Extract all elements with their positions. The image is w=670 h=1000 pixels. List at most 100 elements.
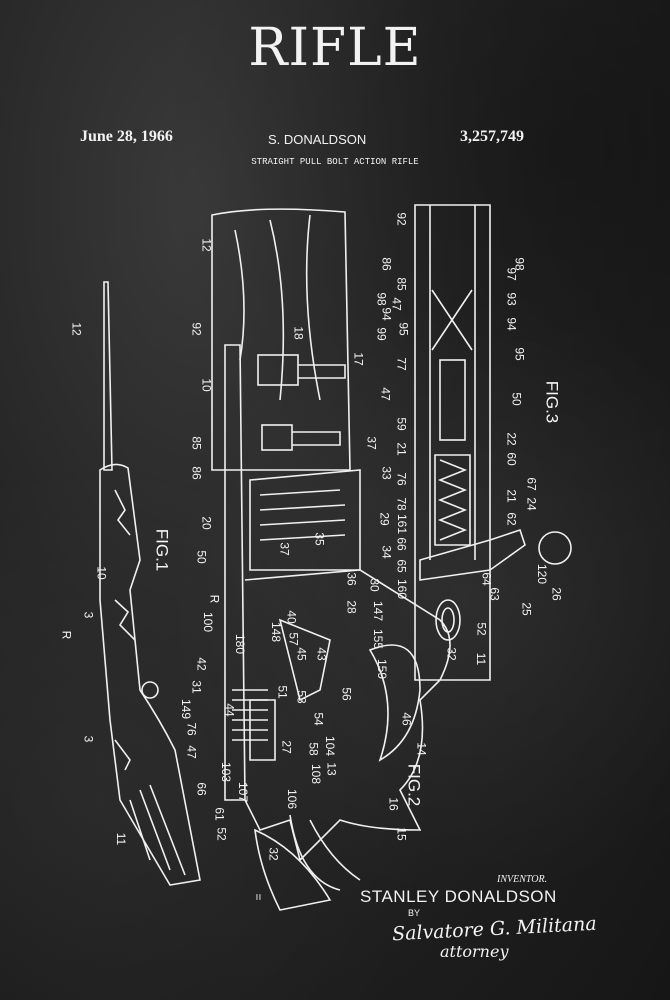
reference-numeral: 62 [504,512,519,526]
reference-numeral: 58 [306,742,321,756]
reference-numeral: 147 [371,600,386,622]
reference-numeral: 34 [379,545,394,559]
reference-numeral: 51 [275,685,290,699]
reference-numeral: 86 [189,466,204,480]
reference-numeral: 42 [194,657,209,671]
reference-numeral: 12 [199,238,214,252]
fig3-label: FIG.3 [542,380,562,424]
reference-numeral: 97 [504,267,519,281]
reference-numeral: 17 [351,352,366,366]
attorney-title: attorney [440,942,509,961]
reference-numeral: R [59,630,74,640]
reference-numeral: 107 [236,781,251,803]
reference-numeral: 3 [81,735,96,743]
reference-numeral: 159 [375,658,390,680]
fig2-label: FIG.2 [404,763,424,807]
reference-numeral: 149 [179,698,194,720]
patent-number: 3,257,749 [460,128,524,145]
reference-numeral: 63 [487,587,502,601]
reference-numeral: 66 [394,537,409,551]
reference-numeral: 11 [114,832,129,846]
reference-numeral: 32 [444,647,459,661]
poster-title: RIFLE [248,18,422,78]
reference-numeral: 27 [279,740,294,754]
reference-numeral: 155 [371,628,386,650]
inventor-header: S. DONALDSON [268,132,367,147]
inventor-name: STANLEY DONALDSON [360,887,557,906]
fig1-rifle-drawing [99,281,201,886]
reference-numeral: 14 [414,742,429,756]
by-label: BY [408,908,421,918]
reference-numeral: 148 [269,621,284,643]
reference-numeral: 78 [394,497,409,511]
reference-numeral: 50 [194,550,209,564]
patent-date: June 28, 1966 [80,128,173,145]
reference-numeral: 47 [378,387,393,401]
reference-numeral: 10 [199,378,214,392]
reference-numeral: 104 [323,735,338,757]
reference-numeral: 61 [212,807,227,821]
reference-numeral: 77 [394,357,409,371]
reference-numeral: 54 [311,712,326,726]
reference-numeral: 36 [344,572,359,586]
reference-numeral: 44 [222,703,237,717]
reference-numeral: 21 [394,442,409,456]
reference-numeral: 16 [386,797,401,811]
reference-numeral: 28 [344,600,359,614]
reference-numeral: = [251,893,266,901]
reference-numeral: 10 [94,566,109,580]
reference-numeral: 13 [324,762,339,776]
reference-numeral: 57 [286,632,301,646]
reference-numeral: 24 [524,497,539,511]
reference-numeral: 99 [374,327,389,341]
reference-numeral: 85 [394,277,409,291]
reference-numeral: 11 [474,652,489,666]
reference-numeral: 37 [364,436,379,450]
reference-numeral: 76 [184,722,199,736]
reference-numeral: 95 [512,347,527,361]
reference-numeral: 18 [291,326,306,340]
reference-numeral: 94 [379,307,394,321]
reference-numeral: 94 [504,317,519,331]
reference-numeral: 67 [524,477,539,491]
reference-numeral: 85 [189,436,204,450]
reference-numeral: 161 [395,513,410,535]
reference-numeral: 86 [379,257,394,271]
reference-numeral: 76 [394,472,409,486]
reference-numeral: 40 [284,610,299,624]
reference-numeral: 35 [312,532,327,546]
reference-numeral: 25 [519,602,534,616]
reference-numeral: 26 [549,587,564,601]
reference-numeral: 56 [339,687,354,701]
reference-numeral: 43 [314,647,329,661]
fig2-action-drawing [211,208,451,911]
reference-numeral: 20 [199,516,214,530]
reference-numeral: 65 [394,559,409,573]
reference-numeral: 100 [201,611,216,633]
reference-numeral: 92 [189,322,204,336]
reference-numeral: 60 [504,452,519,466]
reference-numeral: 29 [377,512,392,526]
inventor-caption: INVENTOR. [497,874,548,885]
reference-numeral: 52 [214,827,229,841]
reference-numeral: 98 [374,292,389,306]
reference-numeral: 59 [394,417,409,431]
reference-numeral: 12 [69,322,84,336]
reference-numeral: 21 [504,489,519,503]
reference-numeral: 15 [394,827,409,841]
reference-numeral: 30 [367,578,382,592]
reference-numeral: 46 [399,712,414,726]
reference-numeral: 93 [504,292,519,306]
reference-numeral: 180 [233,633,248,655]
fig3-bolt-drawing [414,204,572,681]
reference-numeral: 66 [194,782,209,796]
reference-numeral: 31 [189,680,204,694]
reference-numeral: 103 [219,761,234,783]
reference-numeral: 52 [474,622,489,636]
fig1-label: FIG.1 [152,528,172,572]
reference-numeral: 45 [294,647,309,661]
reference-numeral: 50 [509,392,524,406]
reference-numeral: 160 [395,578,410,600]
